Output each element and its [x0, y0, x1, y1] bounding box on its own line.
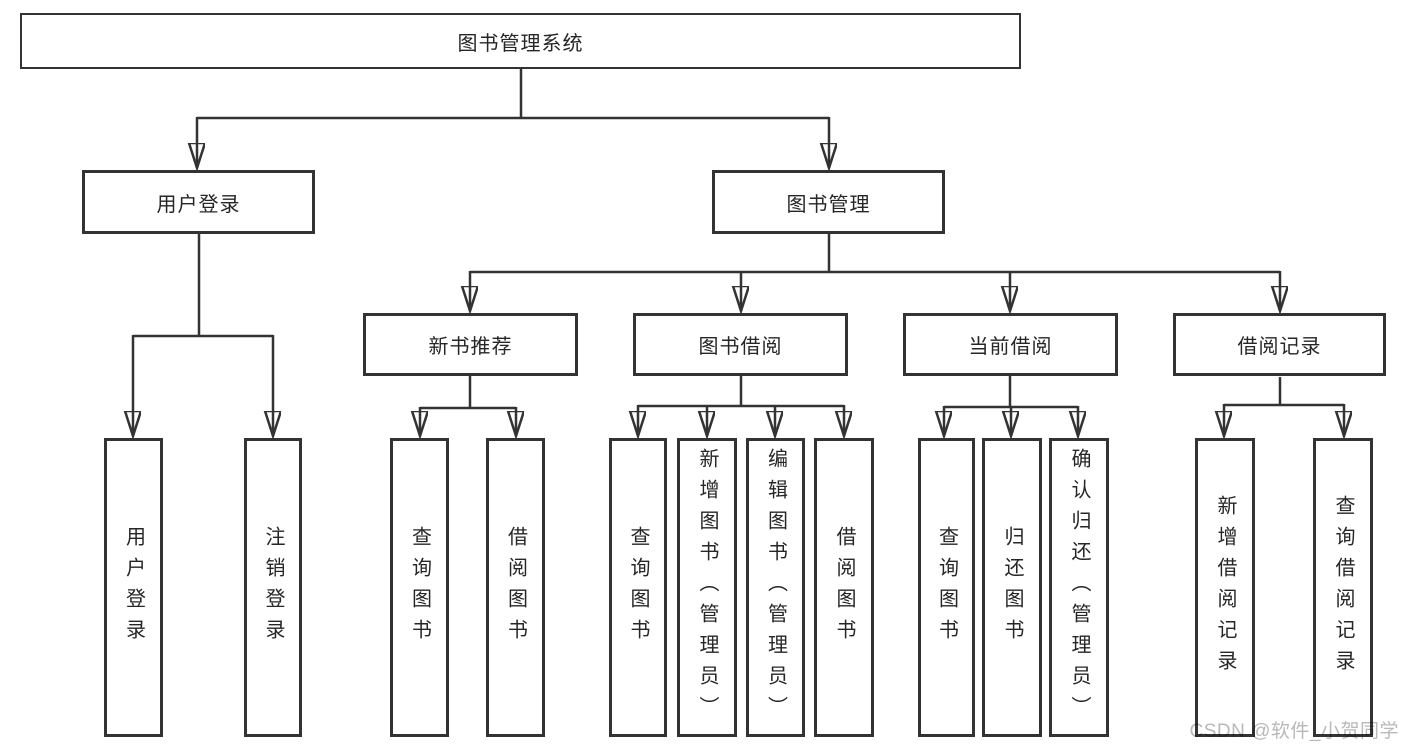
node-book-borrow: 图书借阅	[633, 313, 848, 376]
node-current-borrow: 当前借阅	[903, 313, 1118, 376]
node-borrow-record: 借阅记录	[1173, 313, 1386, 376]
leaf-query-books-newrec: 查询图书	[390, 438, 449, 737]
leaf-query-books-borrow: 查询图书	[609, 438, 667, 737]
connector-book-borrow-branch	[638, 376, 844, 408]
leaf-user-login: 用户登录	[104, 438, 163, 737]
connector-user-login-branch	[133, 234, 273, 338]
node-new-book-recommend: 新书推荐	[363, 313, 578, 376]
connector-current-borrow-branch	[944, 376, 1078, 409]
connector-root-branch	[197, 69, 829, 120]
connector-new-book-branch	[420, 376, 516, 410]
leaf-add-borrow-record: 新增借阅记录	[1195, 438, 1255, 737]
leaf-borrow-books-borrow: 借阅图书	[814, 438, 874, 737]
node-book-management: 图书管理	[712, 170, 945, 234]
leaf-add-books-admin: 新增图书（管理员）	[677, 438, 737, 737]
csdn-watermark: CSDN @软件_小贺同学	[1189, 721, 1399, 742]
leaf-edit-books-admin: 编辑图书（管理员）	[746, 438, 805, 737]
connector-book-management-branch	[470, 234, 1280, 274]
leaf-confirm-return-admin: 确认归还（管理员）	[1049, 438, 1109, 737]
connector-borrow-record-branch	[1224, 377, 1344, 407]
leaf-query-borrow-record: 查询借阅记录	[1313, 438, 1373, 737]
leaf-query-books-current: 查询图书	[918, 438, 975, 737]
node-user-login: 用户登录	[82, 170, 315, 234]
leaf-borrow-books-newrec: 借阅图书	[486, 438, 545, 737]
leaf-return-books: 归还图书	[982, 438, 1042, 737]
leaf-logout-login: 注销登录	[244, 438, 302, 737]
node-book-management-system: 图书管理系统	[20, 13, 1021, 69]
